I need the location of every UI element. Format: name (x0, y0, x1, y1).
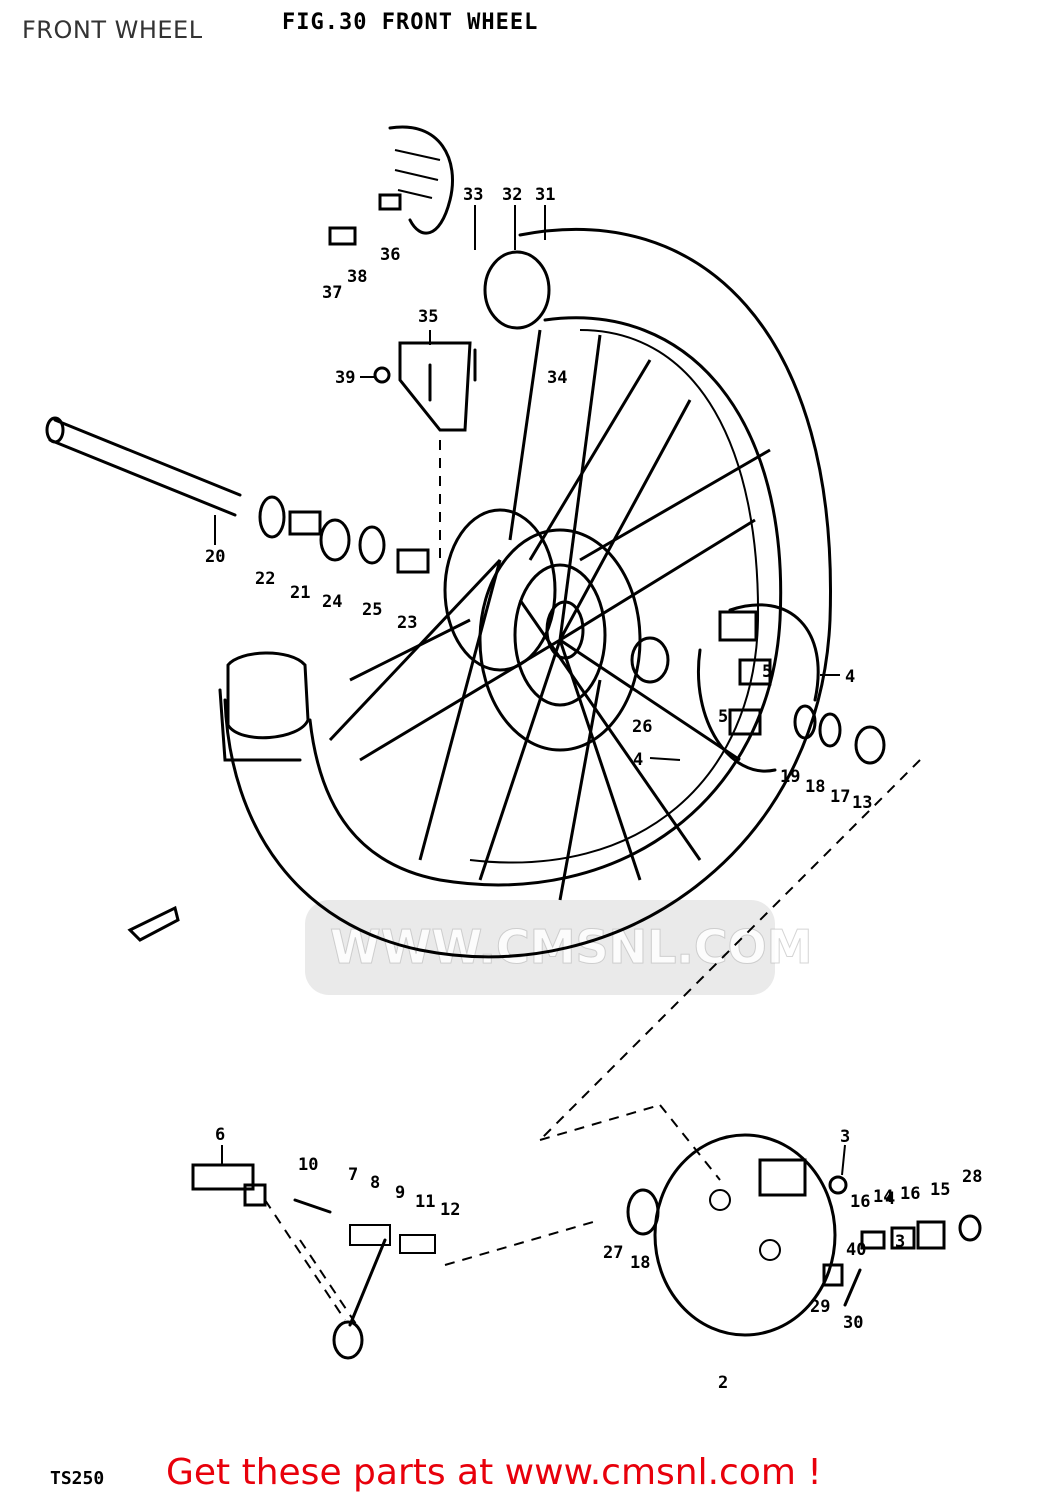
label-26: 26 (632, 717, 652, 737)
label-3: 3 (840, 1127, 850, 1147)
label-22: 22 (255, 569, 275, 589)
label-27: 27 (603, 1243, 623, 1263)
label-10: 10 (298, 1155, 318, 1175)
label-35: 35 (418, 307, 438, 327)
label-5a: 5 (762, 662, 772, 682)
figure-title: FIG.30 FRONT WHEEL (282, 10, 539, 35)
label-17: 17 (830, 787, 850, 807)
label-24: 24 (322, 592, 342, 612)
tube-opening (483, 250, 551, 330)
part-labels: 20 22 21 24 25 23 33 32 31 36 38 37 35 3… (205, 185, 982, 1393)
label-12: 12 (440, 1200, 460, 1220)
page-title: FRONT WHEEL (22, 16, 203, 44)
assembly-lines (264, 440, 921, 1331)
label-4c: 4 (885, 1189, 895, 1209)
label-25: 25 (362, 600, 382, 620)
label-30: 30 (843, 1313, 863, 1333)
direction-arrow-icon (127, 905, 180, 942)
brake-cam-arm (191, 1163, 436, 1360)
brake-panel (626, 1133, 837, 1337)
rim-lock (328, 125, 454, 246)
label-4a: 4 (845, 667, 855, 687)
label-2: 2 (718, 1373, 728, 1393)
label-18a: 18 (805, 777, 825, 797)
label-4b: 4 (633, 750, 643, 770)
spokes (328, 329, 771, 901)
label-21: 21 (290, 583, 310, 603)
label-36: 36 (380, 245, 400, 265)
model-code: TS250 (50, 1468, 105, 1489)
label-40: 40 (846, 1240, 866, 1260)
label-33: 33 (463, 185, 483, 205)
label-38: 38 (347, 267, 367, 287)
label-5b: 5 (718, 707, 728, 727)
label-9: 9 (395, 1183, 405, 1203)
label-23: 23 (397, 613, 417, 633)
promo-link[interactable]: Get these parts at www.cmsnl.com ! (166, 1452, 822, 1493)
tire (218, 227, 832, 959)
hub (443, 508, 670, 752)
callout-lines (214, 205, 846, 1176)
label-20: 20 (205, 547, 225, 567)
label-6: 6 (215, 1125, 225, 1145)
watermark-badge (305, 900, 775, 995)
label-11: 11 (415, 1192, 435, 1212)
left-bearings (258, 495, 430, 574)
label-3b: 3 (895, 1232, 905, 1252)
label-14: 14 (873, 1187, 893, 1207)
label-29: 29 (810, 1297, 830, 1317)
label-18b: 18 (630, 1253, 650, 1273)
label-19: 19 (780, 767, 800, 787)
brake-shoes (697, 603, 820, 773)
label-15: 15 (930, 1180, 950, 1200)
label-28: 28 (962, 1167, 982, 1187)
label-8: 8 (370, 1173, 380, 1193)
right-bearings (793, 704, 886, 765)
label-34: 34 (547, 368, 567, 388)
label-32: 32 (502, 185, 522, 205)
rim-bracket (373, 341, 477, 432)
label-39: 39 (335, 368, 355, 388)
label-16b: 16 (850, 1192, 870, 1212)
label-31: 31 (535, 185, 555, 205)
lower-right-parts (822, 1175, 982, 1307)
label-16: 16 (900, 1184, 920, 1204)
label-13: 13 (852, 793, 872, 813)
label-37: 37 (322, 283, 342, 303)
axle (45, 416, 242, 517)
label-7: 7 (348, 1165, 358, 1185)
